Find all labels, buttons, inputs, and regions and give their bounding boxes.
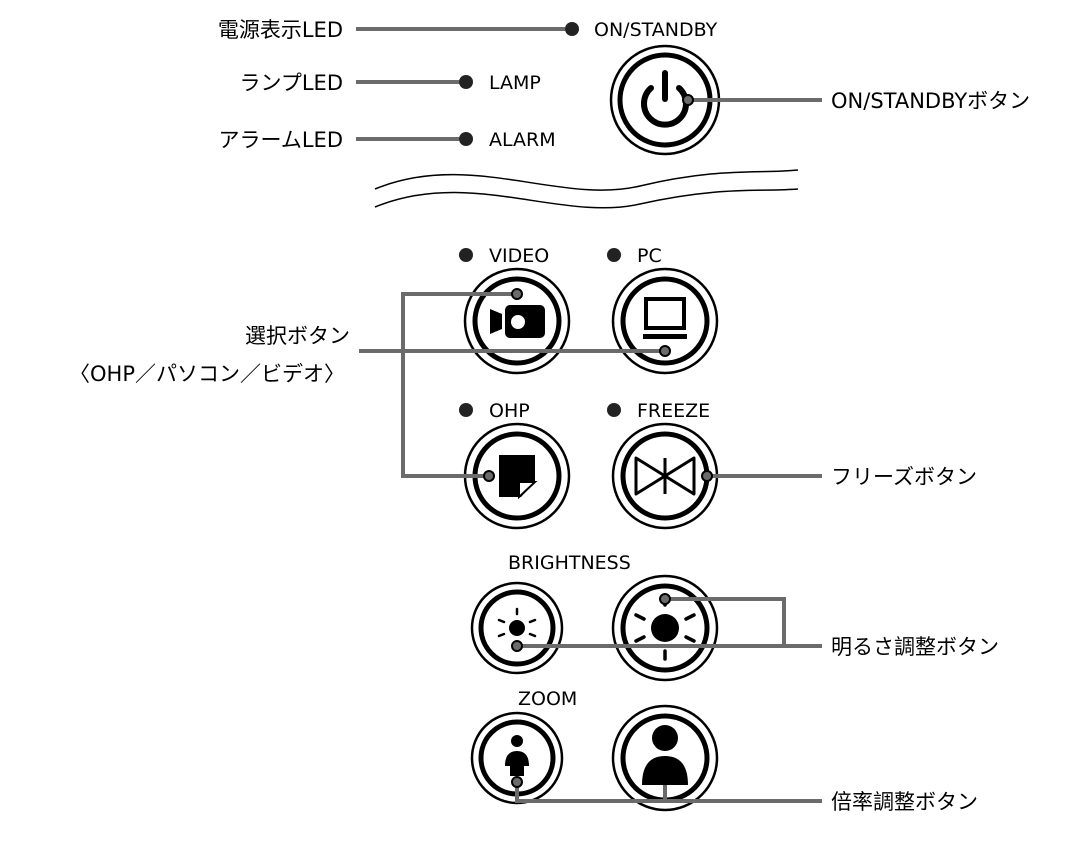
video-label: VIDEO: [489, 245, 549, 267]
sun-large-icon: [634, 595, 696, 661]
video-button[interactable]: [463, 267, 571, 375]
alarm-led-icon: [459, 132, 473, 146]
brightness-up-button[interactable]: [611, 574, 719, 682]
person-large-icon: [642, 725, 688, 785]
person-small-icon: [505, 735, 529, 776]
monitor-icon: [643, 297, 687, 339]
lamp-led-icon: [459, 75, 473, 89]
lamp-led-label: LAMP: [489, 72, 541, 94]
pc-button[interactable]: [611, 267, 719, 375]
ohp-button[interactable]: [463, 422, 571, 530]
callout-alarm-led: アラームLED: [218, 128, 343, 152]
freeze-label: FREEZE: [637, 400, 710, 422]
ohp-label: OHP: [489, 400, 530, 422]
zoom-label: ZOOM: [518, 688, 577, 710]
pc-led-icon: [607, 248, 621, 262]
callout-brightness-button: 明るさ調整ボタン: [831, 635, 999, 659]
leader-lines: [356, 27, 822, 803]
sun-small-icon: [497, 607, 537, 649]
video-led-icon: [459, 248, 473, 262]
power-led-label: ON/STANDBY: [594, 19, 718, 41]
callout-select-options: 〈OHP／パソコン／ビデオ〉: [69, 362, 345, 386]
leader-select-bracket: [401, 292, 517, 478]
video-camera-icon: [490, 305, 545, 338]
alarm-led-label: ALARM: [489, 129, 556, 151]
callout-power-led: 電源表示LED: [218, 18, 343, 42]
power-led-icon: [565, 22, 579, 36]
brightness-label: BRIGHTNESS: [508, 552, 631, 574]
callout-select-button: 選択ボタン: [245, 324, 350, 348]
callout-freeze-button: フリーズボタン: [831, 465, 977, 489]
ohp-led-icon: [459, 403, 473, 417]
break-line-top: [374, 169, 799, 191]
freeze-led-icon: [607, 403, 621, 417]
callout-lamp-led: ランプLED: [239, 71, 343, 95]
zoom-in-button[interactable]: [611, 704, 719, 812]
break-line-bottom: [374, 188, 799, 209]
callout-standby-button: ON/STANDBYボタン: [831, 89, 1030, 113]
zoom-out-button[interactable]: [470, 711, 564, 805]
leader-zoom-bracket: [515, 782, 667, 803]
document-page-icon: [499, 455, 538, 500]
freeze-bowtie-icon: [634, 456, 696, 496]
pc-label: PC: [637, 245, 662, 267]
leader-brightness-up: [665, 597, 786, 646]
brightness-down-button[interactable]: [470, 581, 564, 675]
callout-zoom-button: 倍率調整ボタン: [831, 790, 978, 814]
